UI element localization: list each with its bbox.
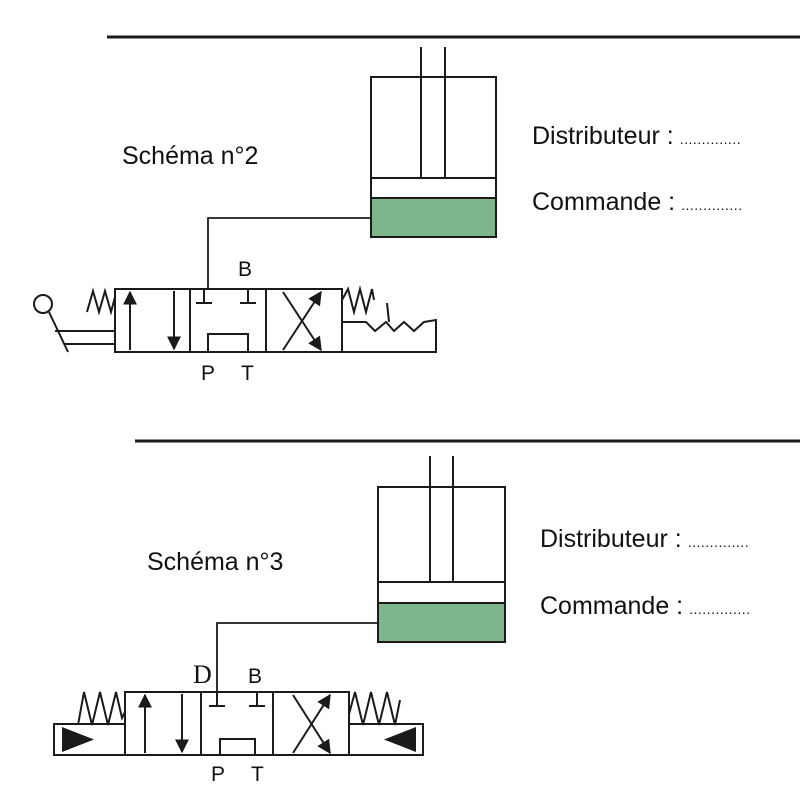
lever-knob: [33, 294, 53, 314]
distributeur-label: Distributeur :: [532, 122, 674, 150]
port-b-label: B: [238, 258, 253, 281]
cylinder-body: [377, 486, 506, 643]
port-b-label: B: [248, 665, 263, 688]
answer-dots[interactable]: ..............: [681, 197, 743, 213]
valve-box-2: [114, 288, 343, 353]
return-spring-right: [341, 285, 375, 316]
pressure-line-2: [207, 217, 371, 290]
port-t-label: T: [241, 362, 254, 385]
distributeur-field: Distributeur :..............: [540, 525, 749, 554]
commande-field: Commande :..............: [540, 592, 751, 621]
piston: [370, 177, 497, 199]
flow-arrow-cross: [292, 694, 331, 755]
port-p-label: P: [201, 362, 216, 385]
distributeur-field: Distributeur :..............: [532, 122, 741, 151]
answer-dots[interactable]: ..............: [679, 131, 742, 147]
notched-detent: [342, 318, 437, 353]
port-d-label: D: [193, 660, 212, 689]
pressure-line-3: [216, 622, 378, 693]
detent-spring-control-2: [341, 285, 437, 353]
schema-title: Schéma n°3: [147, 548, 284, 576]
pilot-control-right-3: [348, 691, 424, 756]
directional-valve-2: [114, 288, 343, 353]
return-spring-right: [348, 691, 401, 726]
answer-dots[interactable]: ..............: [689, 601, 751, 617]
pilot-arrow-left: [62, 727, 94, 752]
schema-title: Schéma n°2: [122, 142, 259, 170]
cylinder-body: [370, 76, 497, 238]
piston: [377, 581, 506, 604]
commande-label: Commande :: [532, 188, 676, 216]
port-t-label: T: [251, 763, 264, 786]
commande-label: Commande :: [540, 592, 684, 620]
distributeur-label: Distributeur :: [540, 525, 682, 553]
valve-box-3: [124, 691, 350, 756]
port-p-label: P: [211, 763, 226, 786]
single-acting-cylinder-2: [370, 47, 497, 238]
return-spring-left: [86, 287, 116, 316]
single-acting-cylinder-3: [377, 456, 506, 643]
answer-dots[interactable]: ..............: [687, 534, 750, 550]
return-spring-left: [77, 691, 126, 726]
pilot-arrow-right: [384, 727, 416, 752]
pilot-control-left-3: [53, 691, 126, 756]
fluid-chamber: [372, 199, 495, 236]
pilot-chamber-left: [53, 723, 126, 756]
fluid-chamber: [379, 604, 504, 641]
lever-control-2: [33, 287, 116, 353]
pilot-chamber-right: [348, 723, 424, 756]
directional-valve-3: [124, 691, 350, 756]
commande-field: Commande :..............: [532, 188, 743, 217]
flow-arrow-cross: [282, 291, 322, 352]
